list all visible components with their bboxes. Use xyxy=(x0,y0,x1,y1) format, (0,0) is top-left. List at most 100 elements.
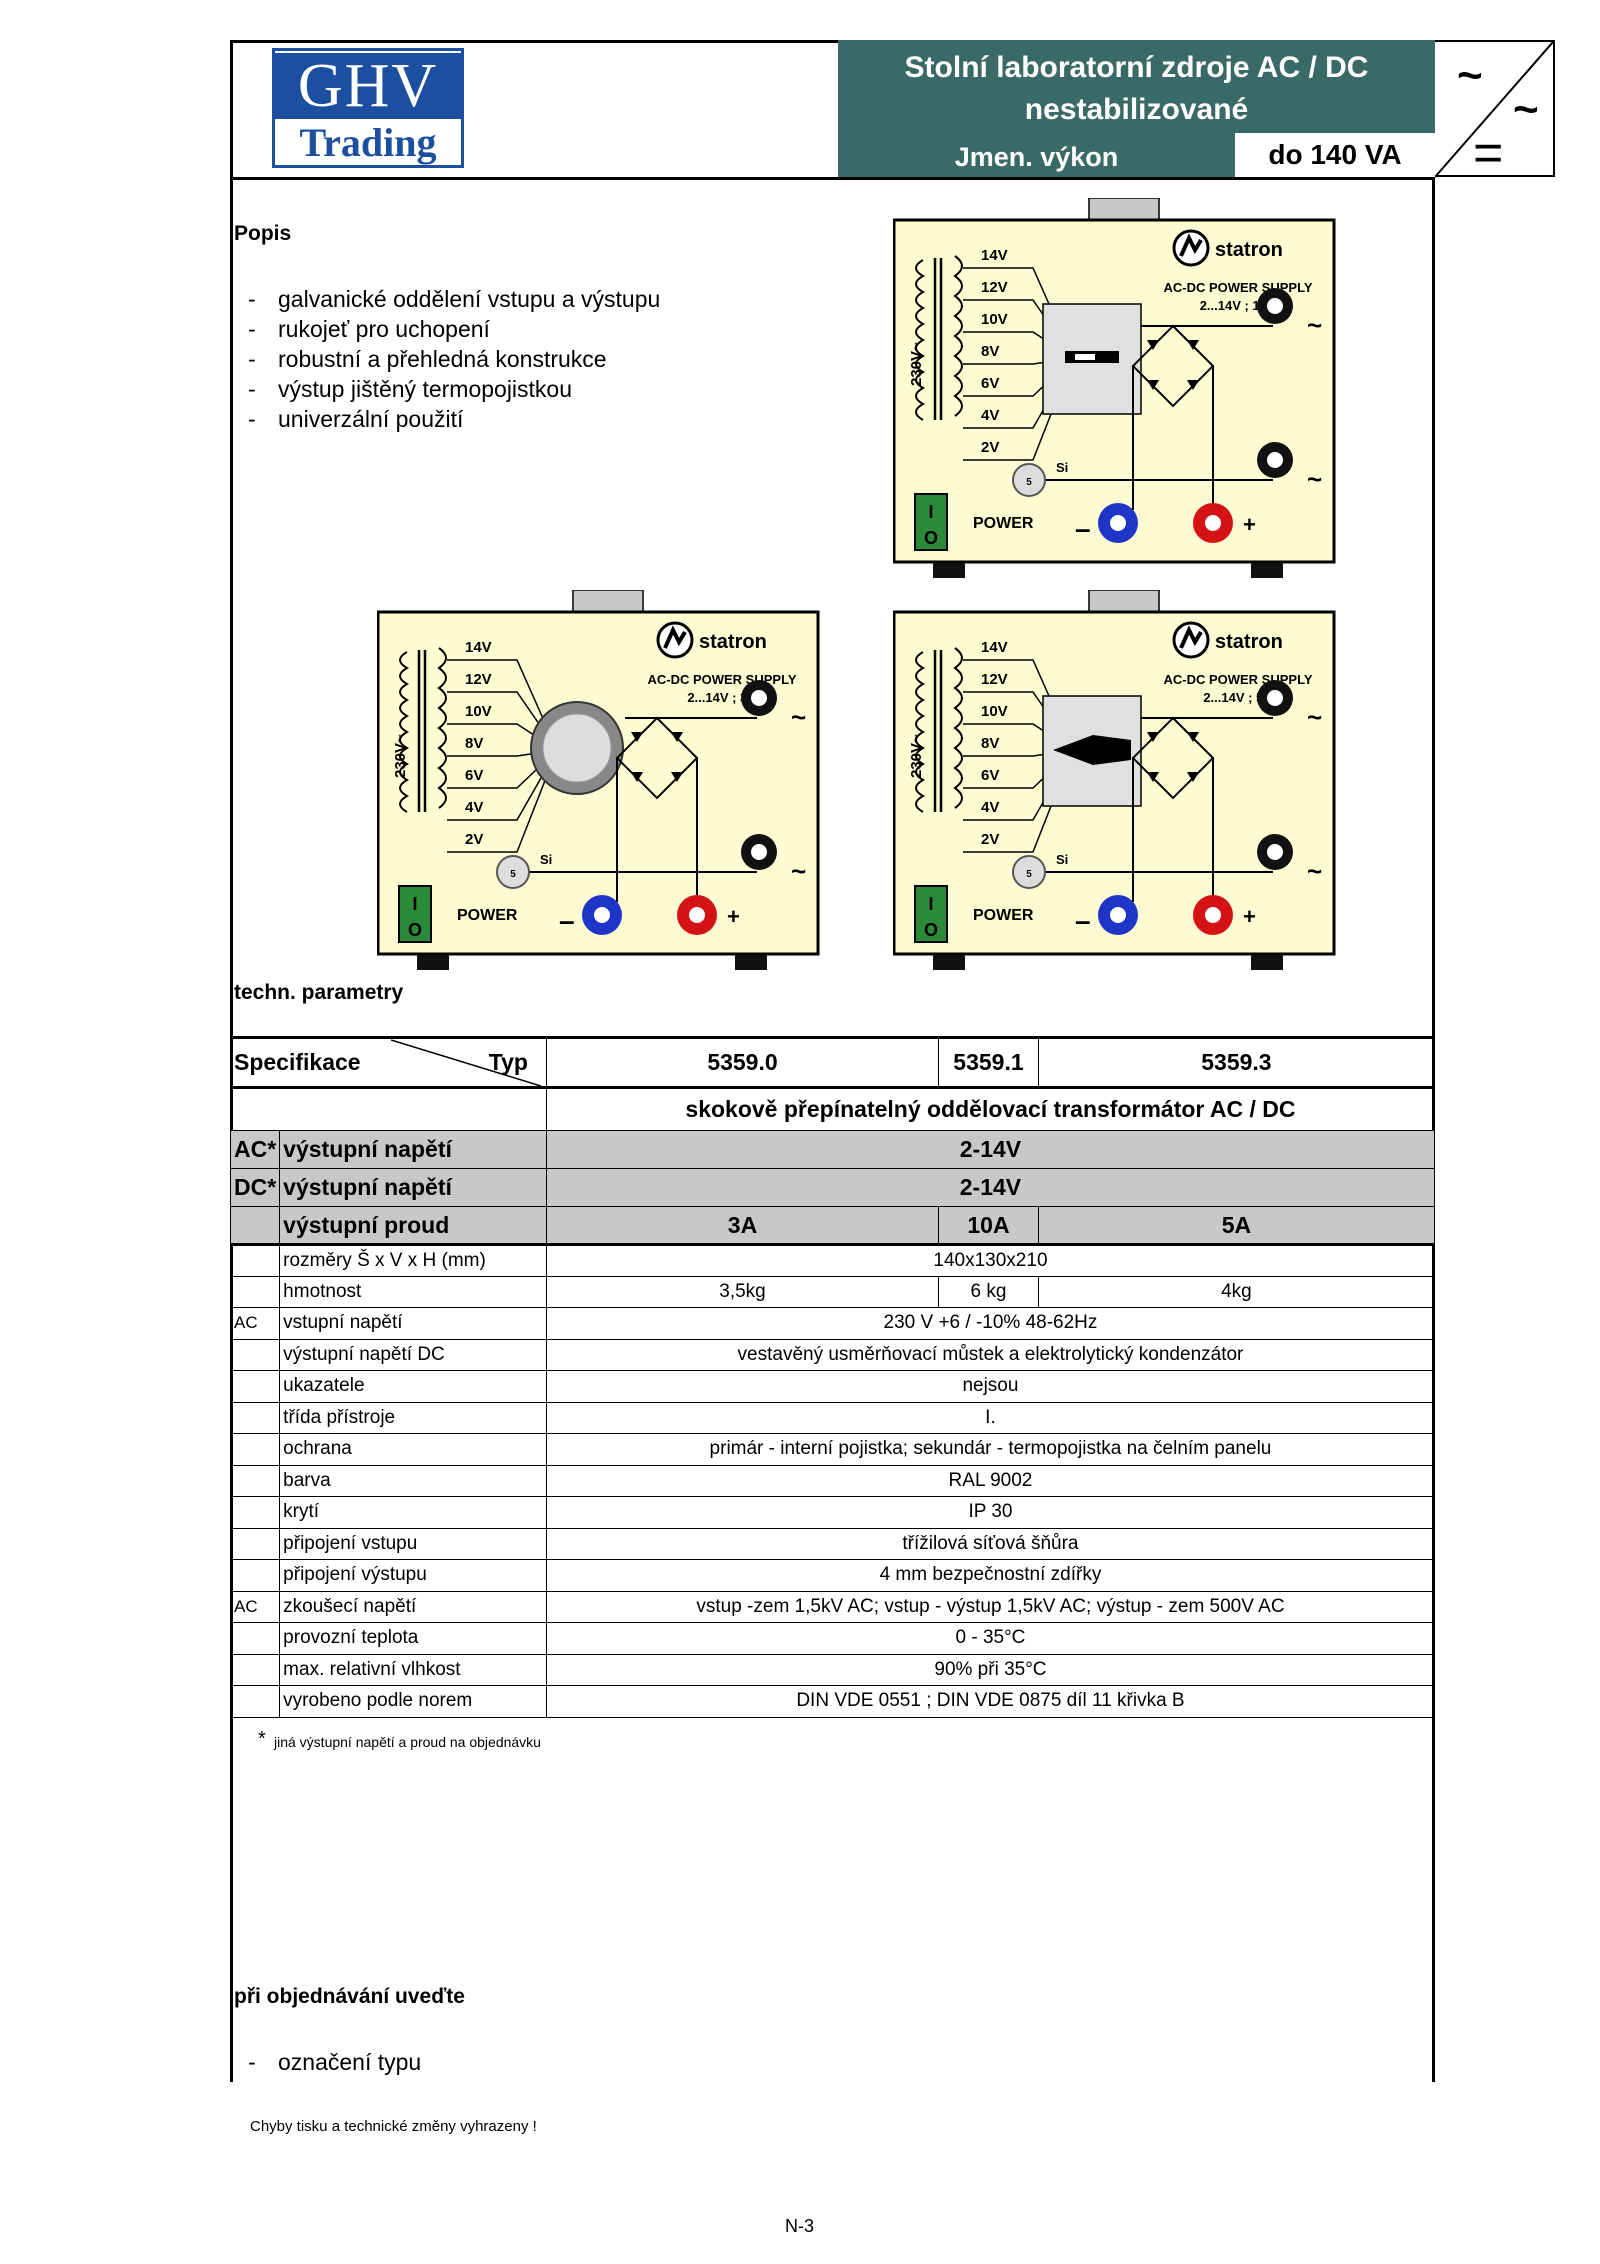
plus-symbol: + xyxy=(1243,904,1256,929)
secondary-coil xyxy=(953,255,963,417)
row-value: 4 mm bezpečnostní zdířky xyxy=(545,1559,1436,1592)
model-5359-3: 5359.3 xyxy=(1037,1036,1436,1089)
row-tag xyxy=(229,1464,281,1497)
tap-label: 4V xyxy=(465,799,483,816)
fuse-holder[interactable] xyxy=(1012,855,1046,889)
ac-symbol: ~ xyxy=(1307,464,1322,494)
tap-label: 2V xyxy=(981,439,999,456)
list-item: označení typu xyxy=(248,2047,421,2077)
row-value: 10A xyxy=(938,1206,1039,1245)
foot xyxy=(933,952,965,970)
knob-cap xyxy=(542,713,612,783)
row-value: 90% při 35°C xyxy=(545,1653,1436,1686)
brand-name: statron xyxy=(699,631,767,653)
tap-label: 8V xyxy=(981,735,999,752)
row-label: rozměry Š x V x H (mm) xyxy=(279,1244,547,1277)
row-tag: AC xyxy=(229,1307,281,1340)
row-label: hmotnost xyxy=(279,1275,547,1308)
tap-label: 2V xyxy=(465,831,483,848)
foot xyxy=(933,560,965,578)
tap-label: 8V xyxy=(465,735,483,752)
row-label: ukazatele xyxy=(279,1370,547,1403)
fuse-label: Si xyxy=(540,852,552,867)
switch-off-label: O xyxy=(924,528,938,548)
brand-logo-icon xyxy=(656,621,694,659)
svg-text:~: ~ xyxy=(1513,85,1539,134)
table-row: hmotnost 3,5kg 6 kg 4kg xyxy=(229,1275,1436,1308)
power-label: POWER xyxy=(457,907,518,924)
table-row: výstupní proud 3A 10A 5A xyxy=(229,1206,1436,1245)
ac-symbol: ~ xyxy=(1307,856,1322,886)
power-switch[interactable] xyxy=(914,885,948,943)
tap-label: 12V xyxy=(465,671,492,688)
power-switch[interactable] xyxy=(398,885,432,943)
tap-label: 12V xyxy=(981,279,1008,296)
ac-dc-symbol-icon: ~ ~ = xyxy=(1434,40,1555,182)
row-label: zkoušecí napětí xyxy=(279,1590,547,1623)
foot xyxy=(1251,952,1283,970)
input-voltage-label: 230V~ xyxy=(908,734,925,778)
model-label: AC-DC POWER SUPPLY xyxy=(1163,672,1312,687)
switch-off-label: O xyxy=(924,920,938,940)
list-item: rukojeť pro uchopení xyxy=(248,314,660,344)
row-value: 230 V +6 / -10% 48-62Hz xyxy=(545,1307,1436,1340)
power-value: do 140 VA xyxy=(1235,133,1435,177)
list-item: galvanické oddělení vstupu a výstupu xyxy=(248,284,660,314)
row-label: připojení výstupu xyxy=(279,1559,547,1592)
row-value: 0 - 35°C xyxy=(545,1622,1436,1655)
switch-on-label: I xyxy=(928,894,933,914)
fuse-holder[interactable] xyxy=(496,855,530,889)
table-row: DC* výstupní napětí 2-14V xyxy=(229,1168,1436,1207)
row-value: 3,5kg xyxy=(545,1275,940,1308)
brand-logo-icon xyxy=(1172,621,1210,659)
row-value: vstup -zem 1,5kV AC; vstup - výstup 1,5k… xyxy=(545,1590,1436,1623)
model-5359-1: 5359.1 xyxy=(938,1036,1039,1089)
fuse-holder[interactable] xyxy=(1012,463,1046,497)
model-label: AC-DC POWER SUPPLY xyxy=(1163,280,1312,295)
row-label: výstupní napětí DC xyxy=(279,1338,547,1371)
brand-logo-icon xyxy=(1172,229,1210,267)
tap-label: 14V xyxy=(981,639,1008,656)
ac-tag: AC* xyxy=(229,1130,281,1169)
svg-text:~: ~ xyxy=(1457,51,1483,100)
row-tag xyxy=(229,1527,281,1560)
tap-label: 6V xyxy=(465,767,483,784)
switch-on-label: I xyxy=(928,502,933,522)
switch-off-label: O xyxy=(408,920,422,940)
row-value: 2-14V xyxy=(545,1130,1436,1169)
rating-label: 2...14V ; 3A xyxy=(687,690,757,705)
footnote-star: * xyxy=(258,1728,266,1750)
description-list: galvanické oddělení vstupu a výstupu ruk… xyxy=(248,284,660,434)
power-label: POWER xyxy=(973,907,1034,924)
company-logo: GHV Trading xyxy=(272,48,464,168)
typ-label: Typ xyxy=(488,1049,528,1075)
ac-symbol: ~ xyxy=(1307,310,1322,340)
foot xyxy=(1251,560,1283,578)
row-label: výstupní napětí xyxy=(279,1168,547,1207)
row-label: třída přístroje xyxy=(279,1401,547,1434)
model-label: AC-DC POWER SUPPLY xyxy=(647,672,796,687)
row-value: 5A xyxy=(1037,1206,1436,1245)
plus-symbol: + xyxy=(727,904,740,929)
handle xyxy=(572,589,644,613)
power-label: POWER xyxy=(973,515,1034,532)
minus-symbol: – xyxy=(1075,905,1091,936)
power-switch[interactable] xyxy=(914,493,948,551)
spec-header-cell: Specifikace Typ xyxy=(230,1036,547,1089)
tap-label: 2V xyxy=(981,831,999,848)
selector-pointer-icon xyxy=(1053,735,1131,765)
description-heading: Popis xyxy=(234,222,292,245)
table-row: AC* výstupní napětí 2-14V xyxy=(229,1130,1436,1169)
tap-label: 6V xyxy=(981,767,999,784)
handle xyxy=(1088,589,1160,613)
row-tag xyxy=(229,1622,281,1655)
rating-label: 2...14V ; 5A xyxy=(1203,690,1273,705)
logo-text-ghv: GHV xyxy=(275,53,461,119)
